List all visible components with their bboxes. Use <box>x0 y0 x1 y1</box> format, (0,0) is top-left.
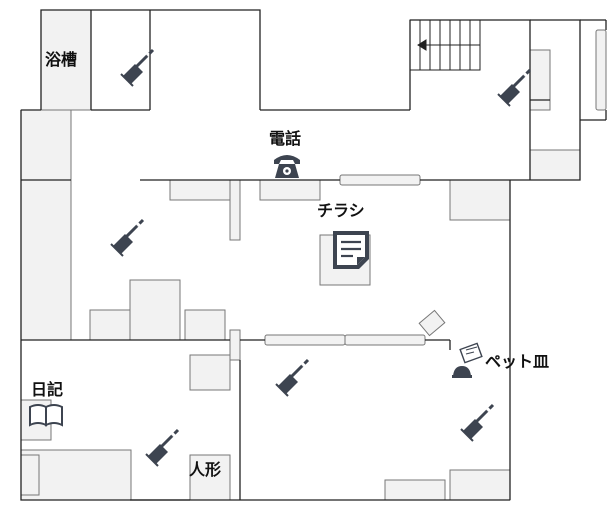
doll-label: 人形 <box>189 460 222 479</box>
cabinet-left <box>20 179 72 341</box>
cabinet-bottom-right <box>449 469 511 501</box>
phone-label: 電話 <box>269 129 302 148</box>
door-mid <box>229 329 241 361</box>
broom-icon <box>274 358 310 398</box>
shelf-2 <box>129 279 181 341</box>
cabinet-stair <box>529 149 581 181</box>
flyer-label: チラシ <box>317 201 365 220</box>
broom-icon <box>109 218 145 258</box>
side-table <box>189 354 231 391</box>
shelf-3 <box>184 309 226 341</box>
window-mid-1 <box>264 334 346 346</box>
walls <box>20 9 607 501</box>
counter-left <box>169 179 231 201</box>
closet-stair <box>529 49 551 111</box>
phone-table <box>259 179 321 201</box>
bathtub <box>40 9 92 111</box>
broom-icon <box>144 428 180 468</box>
document-icon <box>333 231 369 269</box>
window-right <box>595 29 607 111</box>
diary-label: 日記 <box>31 380 64 399</box>
staircase <box>409 19 481 71</box>
open-book-icon <box>29 404 63 427</box>
broom-icon <box>119 48 155 88</box>
window-top <box>339 174 421 186</box>
telephone-icon <box>274 155 300 178</box>
cabinet-upper-left <box>20 109 72 181</box>
pet-dish-label: ペット皿 <box>485 352 550 371</box>
bed-pillow <box>20 454 40 496</box>
pet-bowl-icon <box>452 342 483 378</box>
shelf-1 <box>89 309 131 341</box>
broom-icon <box>459 403 495 443</box>
doll-shelf <box>189 454 231 501</box>
pet-box <box>418 309 446 337</box>
window-mid-2 <box>344 334 426 346</box>
low-shelf <box>384 479 446 501</box>
door-upper <box>229 179 241 241</box>
bathtub-label: 浴槽 <box>45 50 78 69</box>
cabinet-right <box>449 179 511 221</box>
broom-icon <box>496 68 532 108</box>
